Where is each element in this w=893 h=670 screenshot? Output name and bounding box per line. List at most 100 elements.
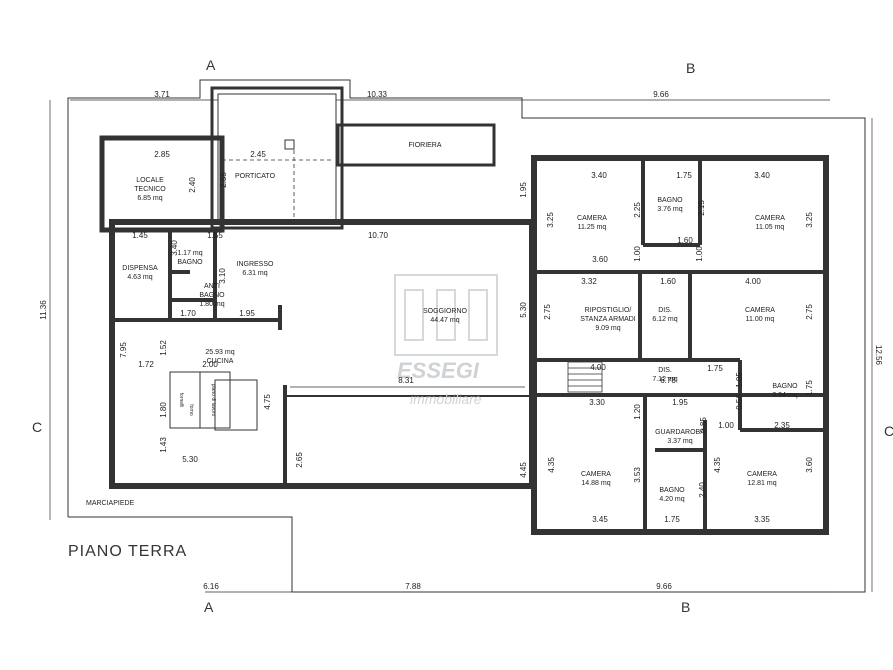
axis-c-left: C [32, 419, 42, 435]
dimension-r175a: 1.75 [676, 171, 692, 180]
dimension-r120: 1.20 [633, 404, 642, 420]
dimension-r678: 6.78 [660, 376, 676, 385]
axis-c-right: C [884, 423, 893, 439]
marciapiede-label: MARCIAPIEDE [86, 500, 135, 507]
dimension-d265: 2.65 [295, 452, 304, 468]
dimension-r085: 0.85 [699, 417, 708, 433]
dimension-d530a: 5.30 [182, 455, 198, 464]
dimension-r225a: 2.25 [633, 202, 642, 218]
watermark-brand: ESSEGI [397, 358, 480, 383]
dimension-top-371: 3.71 [154, 90, 170, 99]
dimension-right-1256: 12.56 [874, 345, 883, 366]
dimension-d831: 8.31 [398, 376, 414, 385]
dimension-d170: 1.70 [180, 309, 196, 318]
dimension-d180: 1.80 [159, 402, 168, 418]
dimension-d152: 1.52 [159, 340, 168, 356]
dimension-r340a: 3.40 [591, 171, 607, 180]
dimension-r325b: 3.25 [805, 212, 814, 228]
dimension-d255: 2.55 [219, 172, 228, 188]
room-label-dis2: DIS.7.12 mq [652, 367, 677, 383]
left-wing-walls [99, 135, 225, 233]
dimension-r530: 5.30 [519, 302, 528, 318]
dimension-r235: 2.35 [774, 421, 790, 430]
room-label-porticato: PORTICATO [235, 173, 276, 180]
dimension-r175d: 1.75 [664, 515, 680, 524]
left-interior-walls [112, 230, 287, 486]
dimension-bot-966: 9.66 [656, 582, 672, 591]
plan-title: PIANO TERRA [68, 543, 187, 560]
room-label-dis1: DIS.6.12 mq [652, 307, 677, 323]
axis-a-bottom: A [204, 599, 214, 615]
right-interior-walls [534, 158, 826, 532]
dimension-r340b: 3.40 [754, 171, 770, 180]
staircase [567, 361, 603, 393]
dimension-d240: 2.40 [188, 177, 197, 193]
dimension-d155: 1.55 [207, 231, 223, 240]
dimension-r360: 3.60 [592, 255, 608, 264]
dimension-r353: 3.53 [633, 467, 642, 483]
watermark-logo [394, 274, 498, 356]
dimension-d145: 1.45 [132, 231, 148, 240]
porticato-inner [217, 93, 337, 223]
dimension-r360b: 3.60 [805, 457, 814, 473]
dining-table [214, 379, 258, 431]
dimension-r240: 2.40 [698, 482, 707, 498]
dimension-top-1033: 10.33 [367, 90, 388, 99]
dimension-r435a: 4.35 [547, 457, 556, 473]
dimension-d195b: 1.95 [239, 309, 255, 318]
dimension-r100b: 1.00 [695, 246, 704, 262]
watermark-tagline: immobiliare [410, 391, 482, 407]
porticato-area [210, 86, 344, 230]
dimension-r275b: 2.75 [805, 304, 814, 320]
dimension-bot-616: 6.16 [203, 582, 219, 591]
dimension-r335: 3.35 [754, 515, 770, 524]
dimension-r175c: 1.75 [805, 380, 814, 396]
appliance-label-cooker1: fornelli [178, 393, 184, 408]
dimension-d475: 4.75 [263, 394, 272, 410]
dimension-d172: 1.72 [138, 360, 154, 369]
dimension-r445: 4.45 [519, 462, 528, 478]
dimension-d143: 1.43 [159, 437, 168, 453]
dimension-r400b: 4.00 [590, 363, 606, 372]
dimension-r345: 3.45 [592, 515, 608, 524]
dimension-bot-788: 7.88 [405, 582, 421, 591]
dimension-r195: 1.95 [672, 398, 688, 407]
right-wing-walls [531, 155, 829, 535]
dimension-r056: 0.56 [735, 394, 744, 410]
dimension-r215: 2.15 [697, 200, 706, 216]
axis-b-bottom: B [681, 599, 690, 615]
dimension-top-966: 9.66 [653, 90, 669, 99]
dimension-r100c: 1.00 [718, 421, 734, 430]
appliance-label-cooker2: piano di lavoro [210, 384, 216, 417]
dimension-r330: 3.30 [589, 398, 605, 407]
column [284, 139, 295, 150]
overall-dimensions [49, 99, 873, 593]
dimension-r100a: 1.00 [633, 246, 642, 262]
dimension-d1070: 10.70 [368, 231, 389, 240]
dimension-r435b: 4.35 [713, 457, 722, 473]
axis-a-top: A [206, 57, 216, 73]
axis-b-top: B [686, 60, 695, 76]
dimension-d245: 2.45 [250, 150, 266, 159]
appliance-label-cooker3: forno [188, 404, 194, 416]
room-label-fioriera: FIORIERA [408, 142, 441, 149]
fioriera [336, 123, 496, 167]
dimension-r105: 1.05 [735, 372, 744, 388]
dimension-left-1136: 11.36 [39, 300, 48, 320]
dimension-r332: 3.32 [581, 277, 597, 286]
dimension-d340a: 3.40 [170, 240, 179, 256]
